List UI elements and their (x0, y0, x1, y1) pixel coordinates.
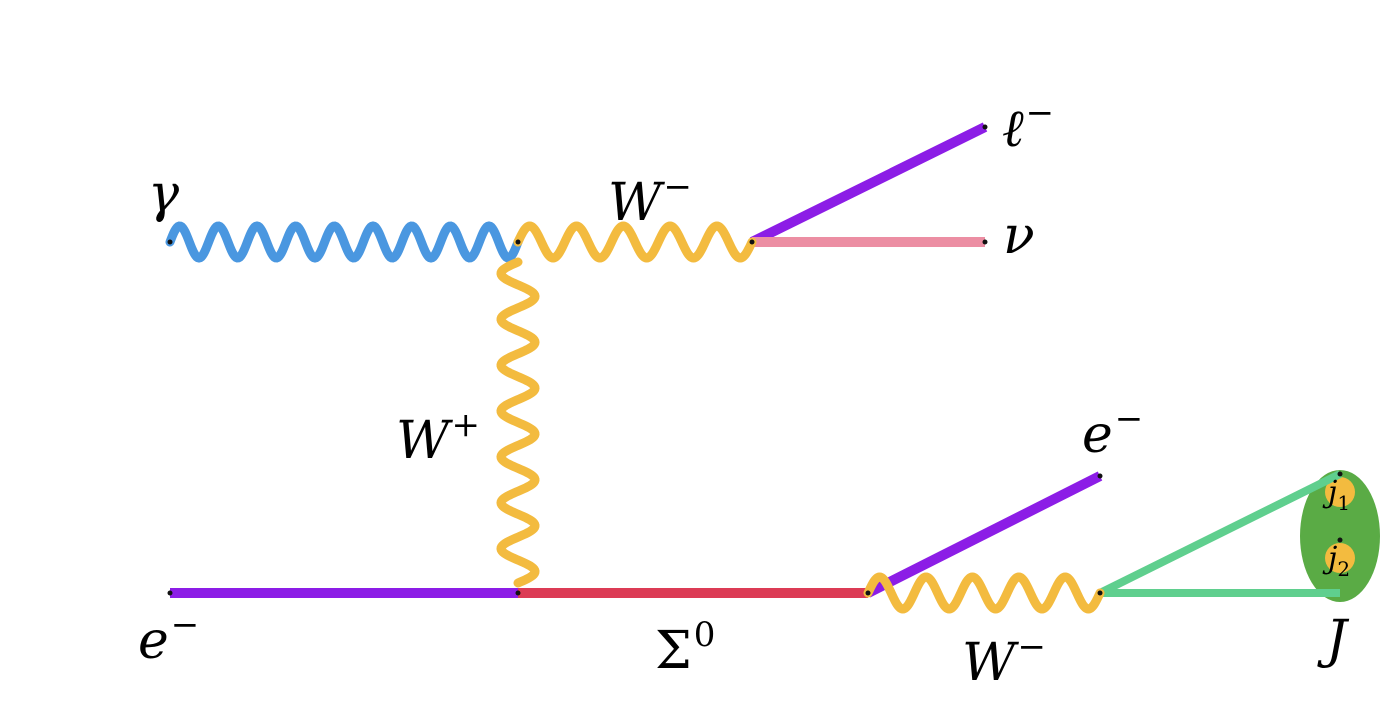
label-subjet-1-index: 1 (1337, 491, 1351, 515)
vertex-dot (1337, 537, 1343, 543)
vertex-dot (167, 239, 173, 245)
subjet-2-blob (1325, 543, 1355, 573)
label-w-minus-top-charge: − (663, 167, 692, 207)
label-w-plus-charge: + (451, 405, 480, 445)
jet-line-upper (1098, 470, 1342, 597)
label-sigma0-symbol: Σ (655, 621, 692, 681)
vertex-dots (167, 124, 1343, 596)
label-subjet-1-symbol: j (1328, 475, 1338, 510)
label-electron-in-charge: − (170, 605, 200, 645)
vertex-dot (167, 590, 173, 596)
label-w-plus: W+ (396, 408, 480, 467)
subjet-1-blob (1325, 477, 1355, 507)
vertex-dot (1097, 590, 1103, 596)
label-w-plus-symbol: W (396, 411, 450, 471)
photon-wave (165, 221, 523, 263)
label-w-minus-bottom: W− (962, 630, 1046, 689)
label-subjet-1: j1 (1328, 475, 1351, 515)
label-fat-jet: J (1326, 610, 1347, 670)
label-lepton: ℓ− (1002, 96, 1054, 155)
label-electron-in-symbol: e (138, 611, 169, 671)
vertex-dot (515, 239, 521, 245)
label-lepton-charge: − (1025, 93, 1055, 133)
vertex-dot (1337, 471, 1343, 477)
w-minus-bottom-wave (863, 572, 1105, 614)
label-w-minus-top: W− (608, 170, 692, 229)
label-electron-out-charge: − (1114, 399, 1144, 439)
label-neutrino: ν (1003, 206, 1035, 266)
label-subjet-2: j2 (1328, 541, 1351, 581)
label-electron-in: e− (138, 608, 199, 667)
label-sigma0-charge: 0 (693, 615, 716, 655)
label-w-minus-bottom-symbol: W (962, 633, 1016, 693)
label-electron-out-symbol: e (1082, 405, 1113, 465)
vertex-dot (515, 590, 521, 596)
fat-jet-ellipse (1300, 470, 1380, 602)
vertex-dot (982, 124, 988, 130)
label-lepton-symbol: ℓ (1002, 99, 1024, 159)
w-minus-top-wave (513, 221, 757, 263)
lepton-line (749, 122, 988, 247)
label-subjet-2-index: 2 (1337, 557, 1351, 581)
label-w-minus-bottom-charge: − (1017, 627, 1046, 667)
vertex-dot (749, 239, 755, 245)
label-gamma: γ (148, 164, 180, 224)
label-electron-out: e− (1082, 402, 1143, 461)
outgoing-electron-line (865, 471, 1103, 598)
vertex-dot (982, 239, 988, 245)
w-plus-wave (496, 257, 540, 588)
label-sigma0: Σ0 (655, 618, 715, 677)
label-w-minus-top-symbol: W (608, 173, 662, 233)
label-subjet-2-symbol: j (1328, 541, 1338, 576)
vertex-dot (1097, 473, 1103, 479)
vertex-dot (865, 590, 871, 596)
